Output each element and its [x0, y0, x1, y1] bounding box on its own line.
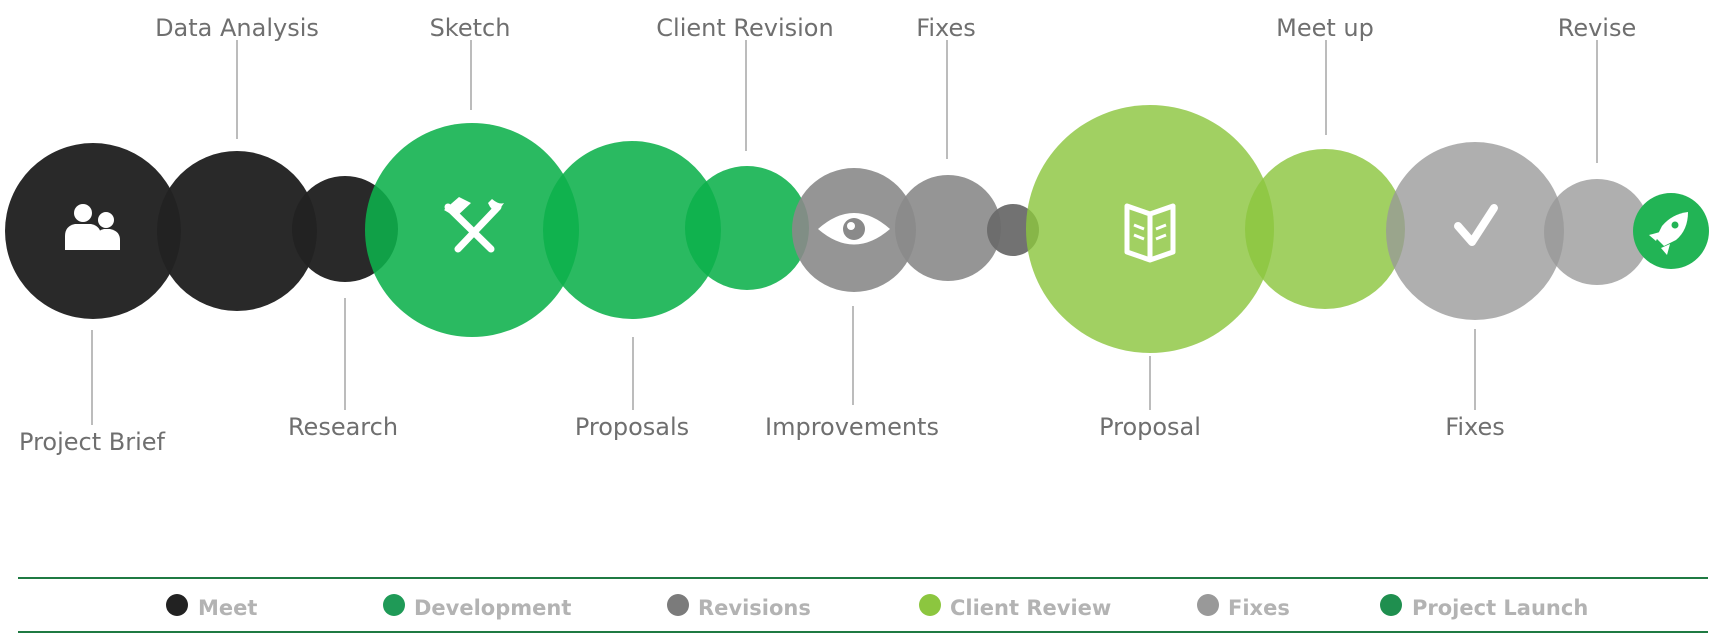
timeline-labels: Data Analysis Sketch Client Revision Fix…	[19, 14, 1636, 456]
legend-swatch-meet	[166, 594, 188, 616]
meet-circle-data-analysis	[157, 151, 317, 311]
check-icon	[1454, 204, 1498, 246]
legend-label-meet: Meet	[198, 596, 257, 620]
label-client-revision: Client Revision	[656, 14, 833, 42]
development-circle-proposals	[543, 141, 721, 319]
fixes-circle-revise	[1544, 179, 1650, 285]
legend-swatch-client-review	[919, 594, 941, 616]
legend-swatch-fixes	[1197, 594, 1219, 616]
label-proposals: Proposals	[575, 413, 689, 441]
label-proposal: Proposal	[1099, 413, 1201, 441]
label-revise: Revise	[1558, 14, 1637, 42]
leader-lines	[91, 40, 1598, 425]
legend-swatch-development	[383, 594, 405, 616]
legend-label-project-launch: Project Launch	[1412, 596, 1588, 620]
users-icon	[65, 204, 120, 250]
label-data-analysis: Data Analysis	[155, 14, 319, 42]
label-research: Research	[288, 413, 398, 441]
legend-item-meet: Meet	[166, 594, 257, 620]
revisions-circle-fixes	[895, 175, 1001, 281]
tools-icon	[444, 197, 504, 253]
label-fixes-bottom: Fixes	[1445, 413, 1504, 441]
label-sketch: Sketch	[430, 14, 511, 42]
legend-label-fixes: Fixes	[1228, 596, 1290, 620]
client-review-circle-meet-up	[1245, 149, 1405, 309]
eye-icon	[818, 213, 890, 245]
development-circle-client-revision	[685, 166, 809, 290]
label-meet-up: Meet up	[1276, 14, 1374, 42]
legend: Meet Development Revisions Client Review…	[18, 577, 1708, 633]
book-icon	[1124, 203, 1176, 263]
label-project-brief: Project Brief	[19, 428, 166, 456]
legend-label-revisions: Revisions	[698, 596, 811, 620]
legend-swatch-project-launch	[1380, 594, 1402, 616]
label-improvements: Improvements	[765, 413, 939, 441]
legend-label-client-review: Client Review	[950, 596, 1111, 620]
label-fixes-top: Fixes	[916, 14, 975, 42]
legend-item-client-review: Client Review	[919, 594, 1111, 620]
legend-label-development: Development	[414, 596, 571, 620]
legend-item-development: Development	[383, 594, 571, 620]
legend-item-fixes: Fixes	[1197, 594, 1290, 620]
legend-item-project-launch: Project Launch	[1380, 594, 1588, 620]
legend-swatch-revisions	[667, 594, 689, 616]
legend-item-revisions: Revisions	[667, 594, 811, 620]
revisions-circle-small	[987, 204, 1039, 256]
rocket-icon	[1649, 212, 1688, 255]
